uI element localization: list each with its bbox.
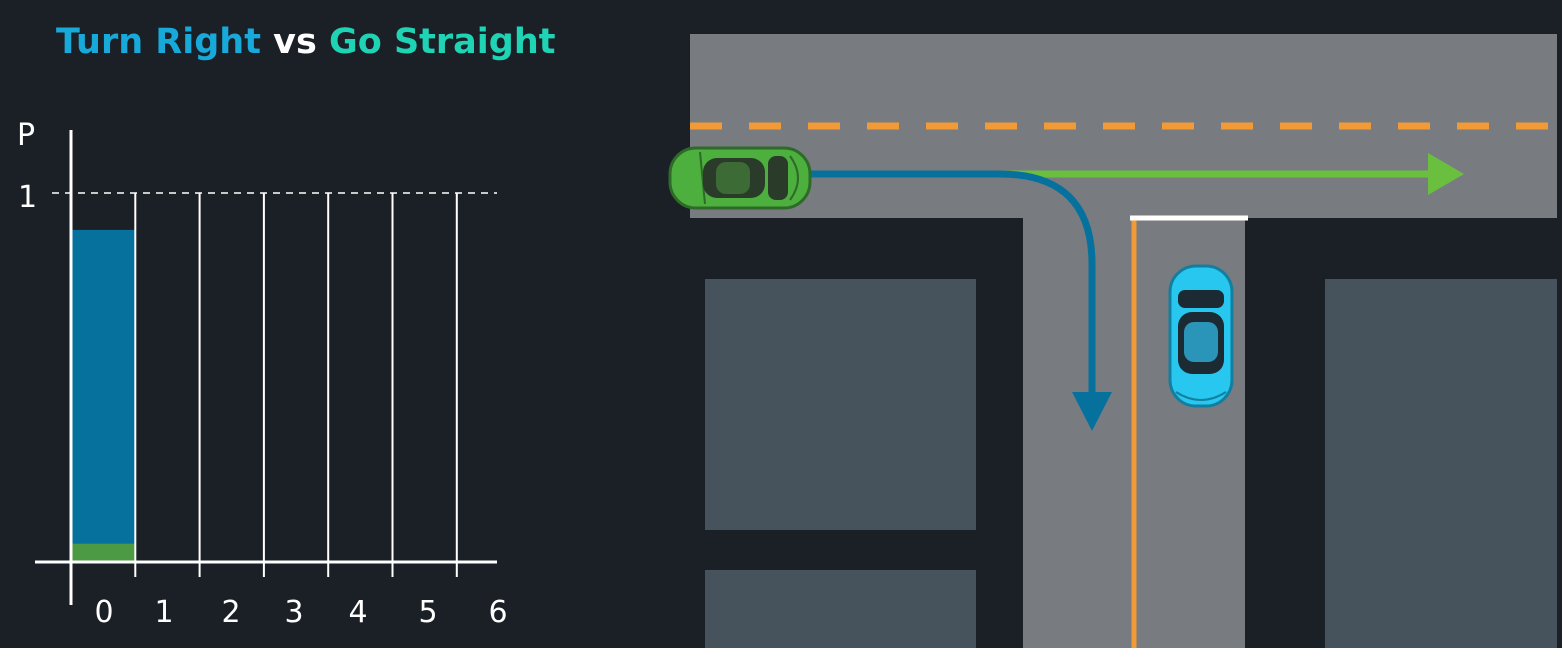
x-tick-label: 1 bbox=[154, 595, 173, 630]
x-tick-label: 5 bbox=[418, 595, 437, 630]
y-tick-label: 1 bbox=[18, 180, 37, 215]
x-tick-label: 4 bbox=[348, 595, 367, 630]
other-car-icon bbox=[1168, 264, 1234, 408]
title-turn-right: Turn Right bbox=[56, 22, 261, 62]
y-axis-label: P bbox=[17, 118, 35, 153]
building-block bbox=[1325, 279, 1557, 648]
bar-turn-right bbox=[71, 229, 136, 544]
title-go-straight: Go Straight bbox=[329, 22, 556, 62]
horizontal-road bbox=[690, 34, 1557, 218]
side-road bbox=[1023, 210, 1245, 648]
bar-go-straight bbox=[71, 543, 136, 562]
chart-title: Turn Right vs Go Straight bbox=[56, 22, 555, 62]
x-tick-label: 3 bbox=[284, 595, 303, 630]
x-tick-label: 2 bbox=[221, 595, 240, 630]
go-straight-arrow-icon bbox=[805, 153, 1464, 195]
building-block bbox=[705, 570, 976, 648]
ego-car-icon bbox=[668, 146, 812, 210]
turn-right-arrow-icon bbox=[805, 170, 1112, 431]
building-block bbox=[705, 279, 976, 530]
x-tick-label: 6 bbox=[488, 595, 507, 630]
x-tick-label: 0 bbox=[94, 595, 113, 630]
probability-chart: P 1 0 1 2 3 4 5 6 bbox=[17, 118, 508, 630]
title-vs: vs bbox=[273, 22, 317, 62]
